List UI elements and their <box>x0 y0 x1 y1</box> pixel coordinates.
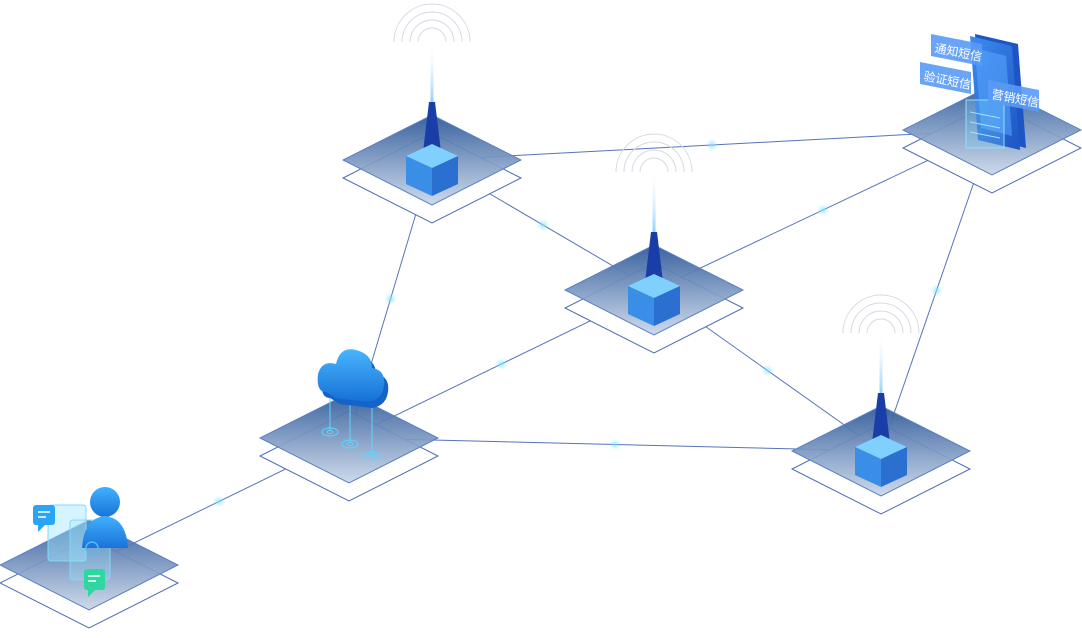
link-pulse-dot <box>764 367 771 374</box>
link-pulse-dot <box>709 142 715 148</box>
platform-cloud <box>258 392 440 502</box>
connection-lines <box>88 129 993 566</box>
antenna-icon <box>645 232 663 282</box>
link-pulse-dot <box>498 361 505 367</box>
chat-bubble-icon <box>33 505 55 532</box>
link-pulse-dot <box>933 287 940 294</box>
tower-right-node <box>842 294 920 487</box>
link-pulse-dot <box>612 441 618 448</box>
signal-beam <box>652 175 656 237</box>
cube-left <box>406 156 432 196</box>
cube-right <box>881 447 907 487</box>
signal-wave-icon <box>842 294 920 334</box>
chat-bubble-icon <box>84 569 105 597</box>
cube-right <box>432 156 458 196</box>
link-pulse-dot <box>216 498 222 505</box>
signal-beam <box>430 45 434 107</box>
antenna-icon <box>872 393 890 443</box>
person-icon <box>82 487 128 548</box>
link-pulse-dot <box>387 296 394 302</box>
sms-tag-marketing: 营销短信 <box>988 80 1040 112</box>
cube-left <box>855 447 881 487</box>
node-platforms <box>0 84 1082 629</box>
cube-right <box>654 286 680 326</box>
cube-left <box>628 286 654 326</box>
sms-tag-notify: 通知短信 <box>931 34 983 66</box>
cloud-node <box>317 349 389 461</box>
link-pulse-dot <box>820 207 826 213</box>
signal-beam <box>879 336 883 398</box>
antenna-icon <box>423 102 441 152</box>
signal-wave-icon <box>393 3 471 43</box>
tower-top-node <box>393 3 471 196</box>
signal-wave-icon <box>615 133 693 173</box>
tower-center-node <box>615 133 693 326</box>
lock-ring <box>85 541 99 555</box>
user-node <box>33 487 128 597</box>
sms-hub-node: 通知短信 验证短信 营销短信 <box>920 34 1040 150</box>
sms-tag-verify: 验证短信 <box>920 62 972 94</box>
link-pulse-dot <box>540 222 546 228</box>
cloud-icon <box>317 349 389 408</box>
